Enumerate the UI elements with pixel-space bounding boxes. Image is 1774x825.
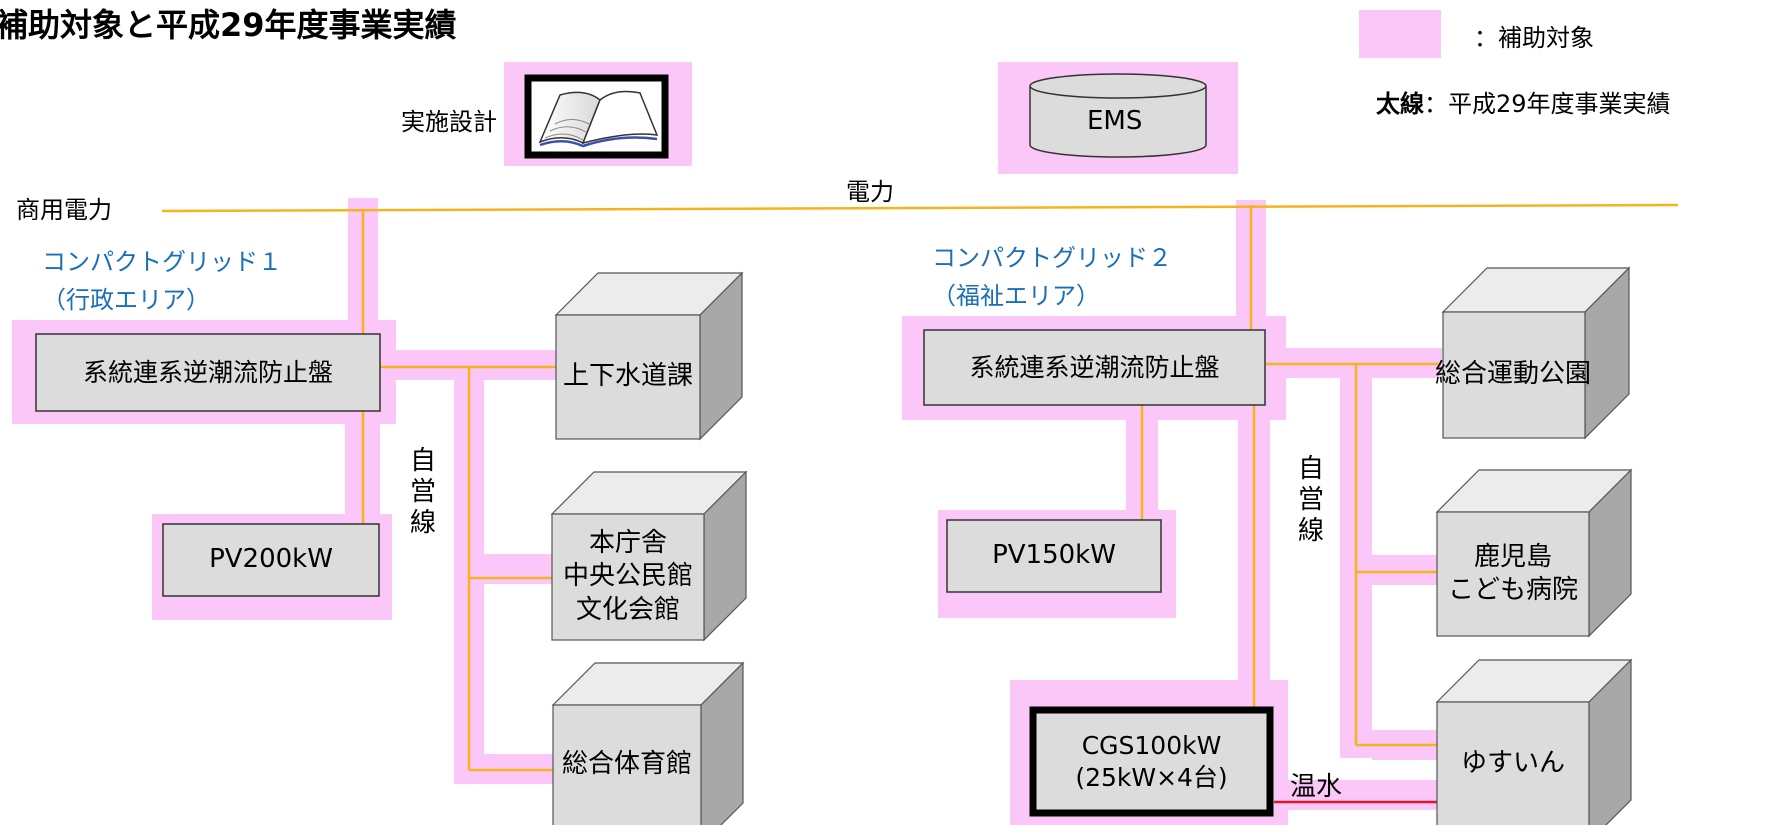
g2-pv-box	[946, 519, 1162, 593]
grid2-name: コンパクトグリッド２	[932, 244, 1172, 272]
grid1-name: コンパクトグリッド１	[42, 248, 282, 276]
grid2-panel-label: 系統連系逆潮流防止盤	[969, 352, 1220, 382]
city-hall-line-1: 本庁舎	[588, 528, 667, 559]
grid1-area: （行政エリア）	[42, 286, 210, 314]
legend-thick-line-label: ：平成29年度事業実績	[1424, 90, 1671, 118]
legend-subsidy-label: ：補助対象	[1474, 24, 1594, 52]
building-yusuin: ゆすいん	[1460, 747, 1565, 778]
grid1-private-line-label: 自営線	[410, 446, 437, 538]
grid2-pv-label: PV150kW	[992, 540, 1116, 571]
building-childrens-hospital: 鹿児島 こども病院	[1437, 512, 1589, 636]
cube-childrens-hospital-front	[1436, 511, 1590, 637]
cgs-label-line-1: CGS100kW	[1081, 730, 1222, 760]
g2-panel-box	[923, 329, 1266, 406]
grid2-private-line-label: 自営線	[1298, 454, 1325, 546]
building-city-hall: 本庁舎 中央公民館 文化会館	[552, 514, 704, 640]
legend-thick-line: 太線：平成29年度事業実績	[1376, 84, 1671, 119]
cgs-label: CGS100kW (25kW×4台)	[1033, 710, 1270, 813]
city-hall-line-3: 文化会館	[575, 594, 680, 625]
power-lines	[161, 203, 1679, 772]
cube-gymnasium-front	[552, 704, 702, 825]
subsidy-g2-hotwater	[1288, 780, 1438, 810]
cube-sports-park-front	[1442, 311, 1586, 439]
building-cubes	[550, 266, 1633, 825]
legend-thick-line-bold: 太線	[1376, 90, 1424, 118]
g1-pv-box	[162, 523, 380, 597]
grid2-area: （福祉エリア）	[932, 282, 1100, 310]
cube-yusuin-front	[1436, 701, 1590, 825]
book-icon	[538, 90, 659, 148]
design-label: 実施設計	[401, 108, 497, 136]
cgs-box	[1029, 706, 1274, 817]
commercial-power-line	[161, 203, 1679, 213]
building-gymnasium: 総合体育館	[561, 749, 692, 780]
building-sports-park: 総合運動公園	[1434, 359, 1591, 390]
cube-water-dept-front	[555, 314, 701, 440]
building-water-dept: 上下水道課	[562, 361, 693, 392]
page-title: 補助対象と平成29年度事業実績	[0, 6, 457, 44]
grid1-panel-label: 系統連系逆潮流防止盤	[82, 357, 333, 387]
city-hall-line-2: 中央公民館	[562, 561, 693, 592]
legend-subsidy-swatch	[1359, 10, 1441, 58]
g1-panel-box	[35, 333, 381, 412]
power-label: 電力	[846, 178, 894, 206]
hospital-line-2: こども病院	[1447, 575, 1578, 605]
hot-water-label: 温水	[1290, 772, 1343, 802]
ems-cylinder	[1029, 73, 1207, 158]
grid1-pv-label: PV200kW	[209, 544, 333, 575]
subsidy-g1-branch1	[484, 554, 556, 584]
cgs-label-line-2: (25kW×4台)	[1075, 762, 1228, 792]
cube-city-hall-front	[551, 513, 705, 641]
hospital-line-1: 鹿児島	[1473, 541, 1552, 572]
commercial-power-label: 商用電力	[16, 196, 112, 224]
subsidy-g2-branch1	[1372, 555, 1438, 585]
ems-label: EMS	[1087, 106, 1143, 136]
